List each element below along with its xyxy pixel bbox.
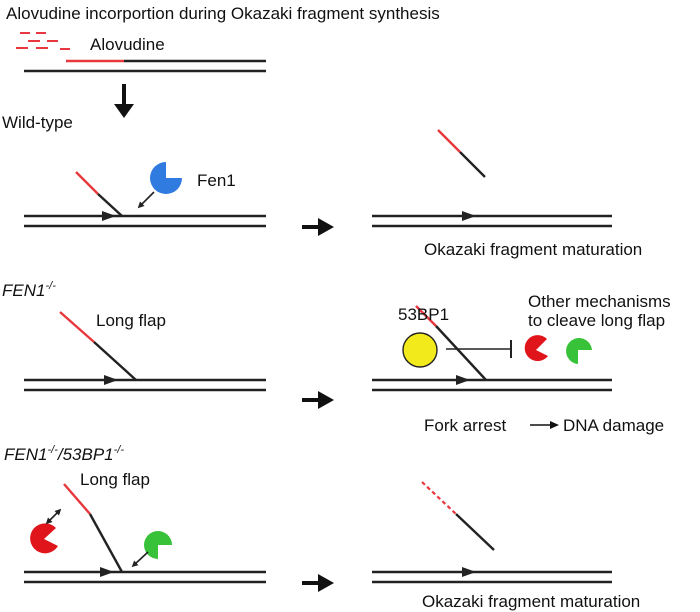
diagram-title: Alovudine incorportion during Okazaki fr… [6, 4, 440, 23]
wt-left-fork [24, 171, 266, 228]
wt-genotype-label: Wild-type [2, 113, 73, 132]
fen1-ko-genotype-label: FEN1-/- [2, 280, 56, 300]
fork-arrest-label: Fork arrest [424, 416, 506, 435]
red-pacman-enzyme-icon [524, 335, 548, 362]
wt-released-flap [437, 129, 486, 178]
dko-right-fork [372, 567, 612, 584]
red-enzyme-action-arrow [45, 508, 62, 525]
right-arrow-icon [530, 421, 559, 429]
dko-left-fork [24, 483, 266, 584]
right-arrow-icon [302, 218, 334, 236]
fen1-ko-flap-label: Long flap [96, 311, 166, 330]
green-pacman-enzyme-icon [566, 338, 592, 364]
mechanism-label-line2: to cleave long flap [528, 311, 665, 330]
dko-released-flap [421, 481, 495, 551]
fen1-ko-right-fork [372, 305, 612, 392]
dko-flap-label: Long flap [80, 470, 150, 489]
right-arrow-icon [302, 574, 334, 592]
53bp1-protein-icon [402, 332, 438, 368]
inhibition-icon [446, 340, 512, 358]
dko-genotype-label: FEN1-/-/53BP1-/- [4, 444, 124, 464]
green-enzyme-action-arrow [131, 551, 149, 568]
down-arrow-icon [114, 84, 134, 118]
dna-damage-label: DNA damage [563, 416, 664, 435]
dko-result-label: Okazaki fragment maturation [422, 592, 640, 611]
red-pacman-enzyme-icon [30, 523, 58, 554]
fen1-ko-left-fork [24, 311, 266, 392]
alovudine-label: Alovudine [90, 35, 165, 54]
53bp1-label: 53BP1 [398, 305, 449, 324]
right-arrow-icon [302, 391, 334, 409]
green-pacman-enzyme-icon [144, 531, 172, 559]
fen1-action-arrow [137, 191, 155, 209]
fen1-enzyme-icon [150, 162, 182, 194]
mechanism-label-line1: Other mechanisms [528, 292, 671, 311]
fen1-label: Fen1 [197, 171, 236, 190]
wt-right-fork [372, 211, 612, 228]
wt-result-label: Okazaki fragment maturation [424, 240, 642, 259]
alovudine-dashes [16, 32, 70, 50]
